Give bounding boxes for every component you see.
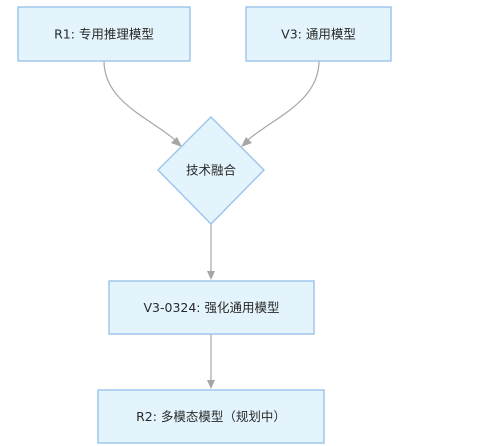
node-r1-label: R1: 专用推理模型 bbox=[54, 27, 154, 42]
node-r2: R2: 多模态模型（规划中） bbox=[97, 389, 325, 444]
node-fusion: 技术融合 bbox=[157, 116, 265, 225]
node-v3-label: V3: 通用模型 bbox=[281, 27, 356, 42]
arrowhead-fusion-to-v3-0324 bbox=[207, 271, 215, 280]
node-v3-box bbox=[245, 6, 392, 62]
arrowhead-v3-0324-to-r2 bbox=[207, 380, 215, 389]
node-v3: V3: 通用模型 bbox=[245, 6, 392, 62]
node-v3-0324: V3-0324: 强化通用模型 bbox=[108, 280, 315, 335]
node-r1-box bbox=[17, 6, 191, 62]
node-fusion-label: 技术融合 bbox=[186, 163, 237, 178]
node-r1: R1: 专用推理模型 bbox=[17, 6, 191, 62]
arrowhead-v3-to-fusion bbox=[241, 137, 252, 147]
edge-v3-to-fusion bbox=[247, 60, 320, 141]
edges bbox=[103, 60, 320, 389]
node-v3-0324-box bbox=[108, 280, 315, 335]
node-r2-box bbox=[97, 389, 325, 444]
edge-r1-to-fusion bbox=[103, 60, 176, 141]
node-r2-label: R2: 多模态模型（规划中） bbox=[136, 409, 286, 424]
node-fusion-diamond bbox=[157, 116, 265, 225]
arrowhead-r1-to-fusion bbox=[171, 137, 182, 147]
node-v3-0324-label: V3-0324: 强化通用模型 bbox=[143, 300, 279, 315]
